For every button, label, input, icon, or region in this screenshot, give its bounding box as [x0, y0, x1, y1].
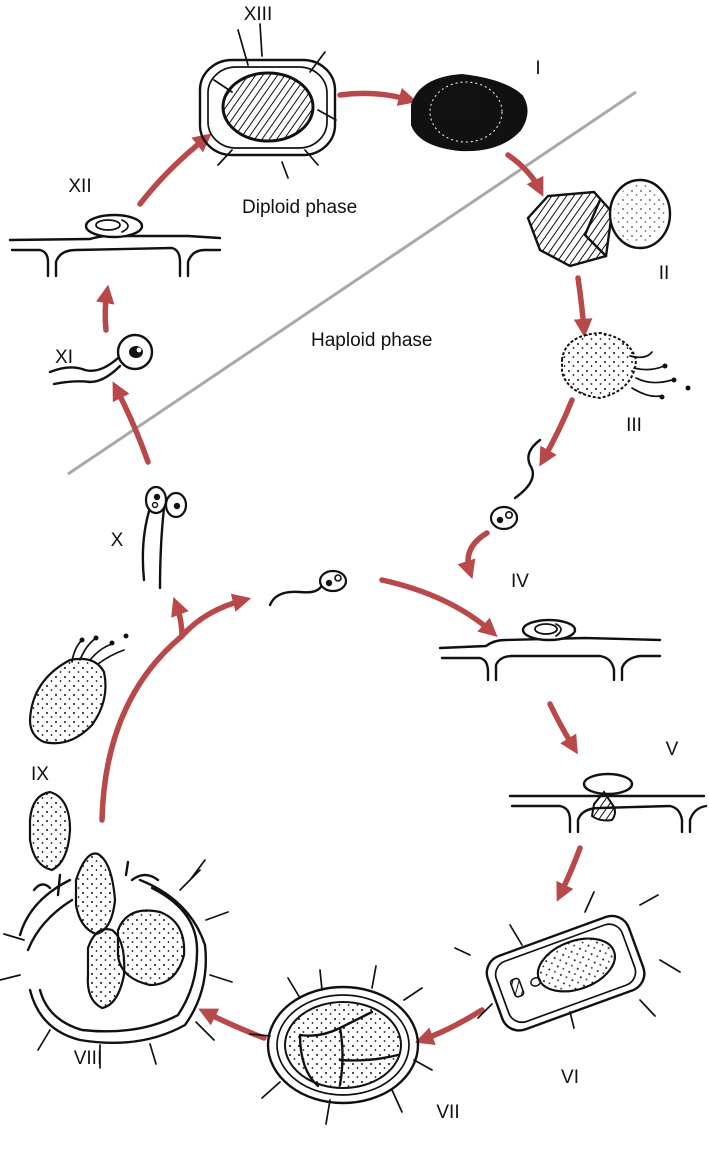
label-haploid-phase: Haploid phase — [311, 330, 432, 351]
illustration-swarmer — [268, 569, 348, 607]
illustration-stage-i — [411, 73, 528, 152]
arrow-zoospore-to-iv — [457, 530, 490, 580]
label-stage-xii: XII — [68, 176, 91, 197]
arrow-iii-to-zoospore — [539, 397, 575, 467]
label-stage-xiii: XIII — [244, 4, 273, 25]
arrow-ii-to-iii — [573, 275, 593, 338]
illustration-stage-x — [141, 485, 188, 590]
label-stage-iv: IV — [511, 571, 529, 592]
illustration-stage-vii — [249, 965, 433, 1125]
illustration-stage-ix — [28, 633, 129, 745]
label-stage-i: I — [535, 58, 540, 79]
label-stage-ii: II — [659, 263, 670, 284]
arrow-vii-to-viii — [198, 1008, 267, 1041]
label-stage-viii: VIII — [74, 1048, 103, 1069]
stage-labels: XIII I II III IV V VI VII VIII IX X XI X… — [31, 4, 679, 1123]
label-stage-ix: IX — [31, 764, 49, 785]
label-stage-xi: XI — [55, 347, 73, 368]
label-stage-iii: III — [626, 415, 642, 436]
illustration-stage-iv — [438, 618, 662, 682]
arrow-viii-up — [99, 633, 185, 823]
label-stage-x: X — [111, 530, 124, 551]
arrow-xi-to-xii — [95, 284, 115, 333]
arrow-branch-to-swarmer — [179, 593, 252, 639]
arrow-xiii-to-i — [337, 87, 418, 106]
label-stage-v: V — [666, 739, 679, 760]
illustration-stage-xi — [48, 333, 154, 386]
label-diploid-phase: Diploid phase — [242, 197, 357, 218]
arrow-iv-to-v — [547, 701, 578, 755]
arrow-branch-to-x — [171, 596, 189, 639]
illustration-stage-xii — [8, 213, 222, 278]
arrow-x-to-xi — [112, 381, 151, 465]
illustration-stage-vi — [454, 891, 681, 1032]
label-stage-vi: VI — [561, 1067, 579, 1088]
illustration-stage-ii — [526, 178, 672, 268]
label-stage-vii: VII — [436, 1102, 459, 1123]
arrow-v-to-vi — [556, 845, 583, 902]
illustration-zoospore-iii-iv — [489, 438, 542, 531]
arrow-xii-to-xiii — [137, 133, 212, 207]
illustration-stage-v — [508, 772, 708, 834]
illustration-stage-viii — [0, 790, 233, 1069]
arrow-swarmer-to-iv — [379, 577, 498, 637]
illustration-stage-iii — [561, 331, 691, 400]
illustration-stage-xiii — [198, 23, 337, 179]
arrow-vi-to-vii — [414, 1007, 485, 1046]
cycle-arrows — [95, 87, 593, 1046]
arrow-i-to-ii — [505, 152, 544, 197]
phase-divider-line — [67, 90, 637, 476]
